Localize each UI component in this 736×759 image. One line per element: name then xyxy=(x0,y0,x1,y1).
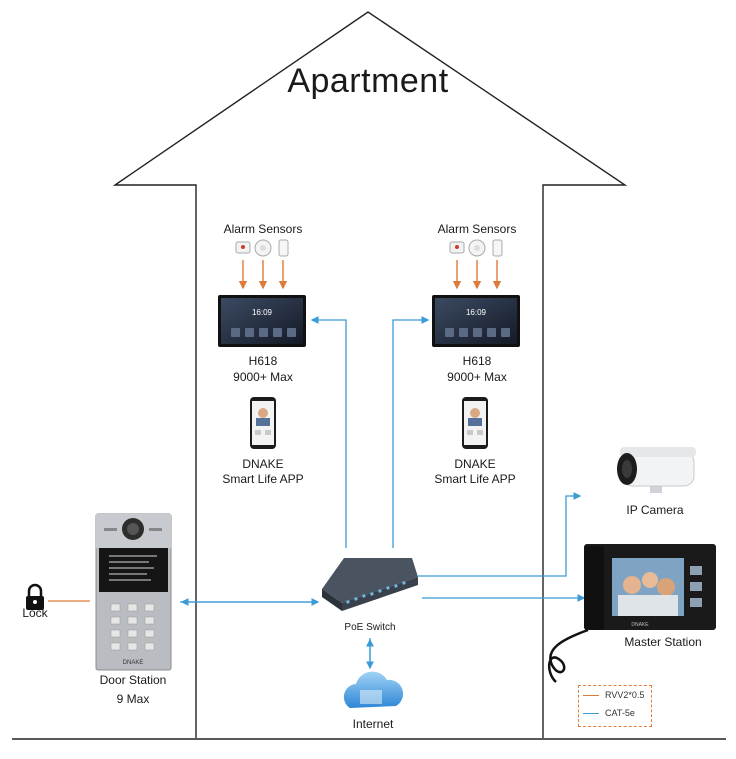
app-name-label-2: Smart Life APP xyxy=(434,472,516,486)
legend-label-network: CAT-5e xyxy=(605,708,635,718)
legend-swatch-blue xyxy=(583,713,599,715)
internet-label: Internet xyxy=(352,717,394,731)
alarm-sensors-group-2 xyxy=(449,239,503,290)
monitor-1-time: 16:09 xyxy=(252,308,273,317)
door-station-name: Door Station xyxy=(99,673,167,687)
monitor-variant-label-2: 9000+ Max xyxy=(447,370,507,384)
monitor-2-time: 16:09 xyxy=(466,308,487,317)
monitor-variant-label-1: 9000+ Max xyxy=(233,370,293,384)
legend-label-power: RVV2*0.5 xyxy=(605,690,645,700)
master-station-device: DNAKE xyxy=(548,544,716,683)
master-station-label: Master Station xyxy=(624,635,702,649)
poe-switch-label: PoE Switch xyxy=(344,622,396,633)
house-outline xyxy=(12,11,726,740)
alarm-sensors-group-1 xyxy=(235,239,289,290)
app-brand-label-2: DNAKE xyxy=(454,457,496,471)
lock-label: Lock xyxy=(22,606,48,620)
smartphone-1 xyxy=(250,397,276,449)
monitor-model-label-2: H618 xyxy=(462,354,492,368)
diagram-title: Apartment xyxy=(287,62,449,100)
poe-switch-device xyxy=(322,558,418,611)
internet-cloud-icon xyxy=(343,671,404,708)
alarm-sensors-label-1: Alarm Sensors xyxy=(223,222,303,236)
indoor-monitor-1: 16:09 xyxy=(218,295,306,347)
legend-item-power: RVV2*0.5 xyxy=(583,690,644,700)
door-station-device: DNAKE xyxy=(95,513,172,671)
lock-icon xyxy=(26,583,44,610)
door-station-brand: DNAKE xyxy=(123,660,144,666)
app-name-label-1: Smart Life APP xyxy=(222,472,304,486)
smartphone-2 xyxy=(462,397,488,449)
cat5e-cables xyxy=(180,316,586,670)
ip-camera-label: IP Camera xyxy=(626,503,684,517)
door-station-model: 9 Max xyxy=(116,692,150,706)
monitor-model-label-1: H618 xyxy=(248,354,278,368)
alarm-sensors-label-2: Alarm Sensors xyxy=(437,222,517,236)
indoor-monitor-2: 16:09 xyxy=(432,295,520,347)
cable-legend: RVV2*0.5 CAT-5e xyxy=(578,685,652,727)
app-brand-label-1: DNAKE xyxy=(242,457,284,471)
legend-swatch-orange xyxy=(583,695,599,697)
legend-item-network: CAT-5e xyxy=(583,708,635,718)
ip-camera-device xyxy=(617,447,696,493)
master-station-brand: DNAKE xyxy=(631,622,649,628)
